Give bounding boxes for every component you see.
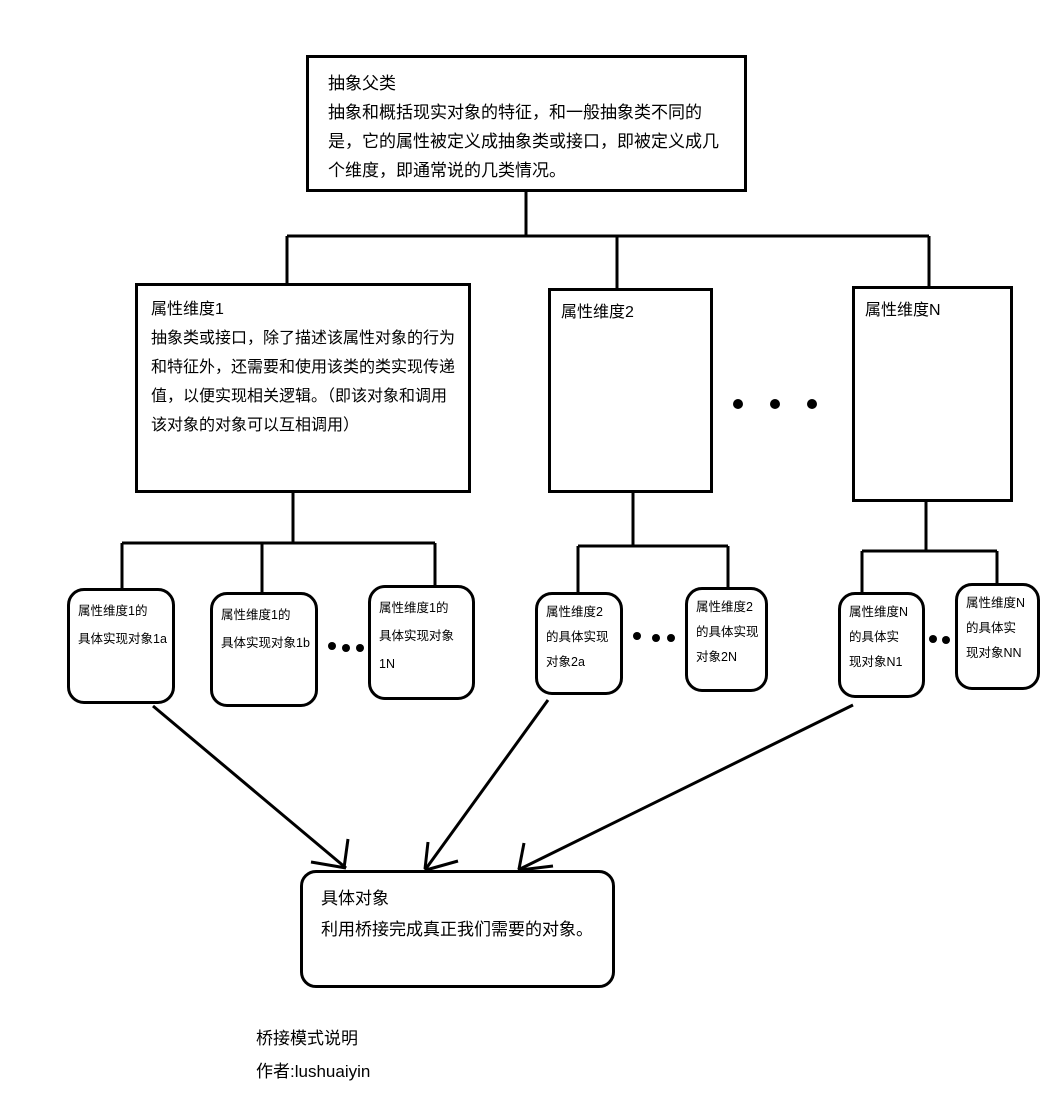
dimension-1-description: 抽象类或接口，除了描述该属性对象的行为和特征外，还需要和使用该类的类实现传递值，…	[151, 330, 456, 434]
arrow-1a-to-concrete	[152, 704, 347, 870]
ellipsis-dot	[652, 634, 660, 642]
arrow-2a-head-top	[423, 841, 430, 870]
abstract-parent-description: 抽象和概括现实对象的特征，和一般抽象类不同的是，它的属性被定义成抽象类或接口，即…	[328, 103, 719, 180]
impl-object-1b-label: 属性维度1的 具体实现对象1b	[221, 608, 310, 650]
concrete-object-title: 具体对象	[321, 889, 389, 908]
abstract-parent-class-box: 抽象父类 抽象和概括现实对象的特征，和一般抽象类不同的是，它的属性被定义成抽象类…	[306, 55, 747, 192]
arrow-n1-to-concrete	[517, 703, 854, 872]
ellipsis-dot	[667, 634, 675, 642]
impl-object-nn-box: 属性维度N 的具体实 现对象NN	[955, 583, 1040, 690]
concrete-object-box: 具体对象 利用桥接完成真正我们需要的对象。	[300, 870, 615, 988]
abstract-parent-title: 抽象父类	[328, 74, 396, 93]
impl-object-1n-box: 属性维度1的 具体实现对象1N	[368, 585, 475, 700]
impl-object-1n-label: 属性维度1的 具体实现对象1N	[379, 601, 455, 671]
diagram-footer: 桥接模式说明 作者:lushuaiyin	[256, 1022, 370, 1088]
impl-object-nn-label: 属性维度N 的具体实 现对象NN	[966, 596, 1026, 660]
ellipsis-dot	[328, 642, 336, 650]
ellipsis-dot	[342, 644, 350, 652]
arrow-1a-head-top	[342, 838, 350, 869]
impl-object-1a-box: 属性维度1的 具体实现对象1a	[67, 588, 175, 704]
footer-author: 作者:lushuaiyin	[256, 1062, 371, 1081]
arrow-n1-head-right	[519, 864, 554, 872]
ellipsis-dot	[929, 635, 937, 643]
attribute-dimension-n-box: 属性维度N	[852, 286, 1013, 502]
arrow-2a-to-concrete	[423, 699, 550, 871]
impl-object-2n-box: 属性维度2 的具体实现 对象2N	[685, 587, 768, 692]
attribute-dimension-2-box: 属性维度2	[548, 288, 713, 493]
impl-object-1a-label: 属性维度1的 具体实现对象1a	[78, 604, 167, 646]
impl-object-2a-label: 属性维度2 的具体实现 对象2a	[546, 605, 609, 669]
arrow-n1-head-top	[517, 842, 526, 870]
impl-object-n1-box: 属性维度N 的具体实 现对象N1	[838, 592, 925, 698]
impl-object-1b-box: 属性维度1的 具体实现对象1b	[210, 592, 318, 707]
ellipsis-dot	[807, 399, 817, 409]
arrow-1a-head-left	[310, 860, 347, 870]
ellipsis-dot	[770, 399, 780, 409]
footer-caption: 桥接模式说明	[256, 1029, 358, 1048]
concrete-object-description: 利用桥接完成真正我们需要的对象。	[321, 920, 593, 939]
impl-object-n1-label: 属性维度N 的具体实 现对象N1	[849, 605, 909, 669]
dimension-n-title: 属性维度N	[865, 302, 941, 319]
attribute-dimension-1-box: 属性维度1 抽象类或接口，除了描述该属性对象的行为和特征外，还需要和使用该类的类…	[135, 283, 471, 493]
ellipsis-dot	[633, 632, 641, 640]
impl-object-2n-label: 属性维度2 的具体实现 对象2N	[696, 600, 759, 664]
impl-object-2a-box: 属性维度2 的具体实现 对象2a	[535, 592, 623, 695]
ellipsis-dot	[733, 399, 743, 409]
ellipsis-dot	[942, 636, 950, 644]
dimension-2-title: 属性维度2	[561, 304, 634, 321]
ellipsis-dot	[356, 644, 364, 652]
dimension-1-title: 属性维度1	[151, 301, 224, 318]
arrow-2a-head-right	[425, 859, 459, 872]
